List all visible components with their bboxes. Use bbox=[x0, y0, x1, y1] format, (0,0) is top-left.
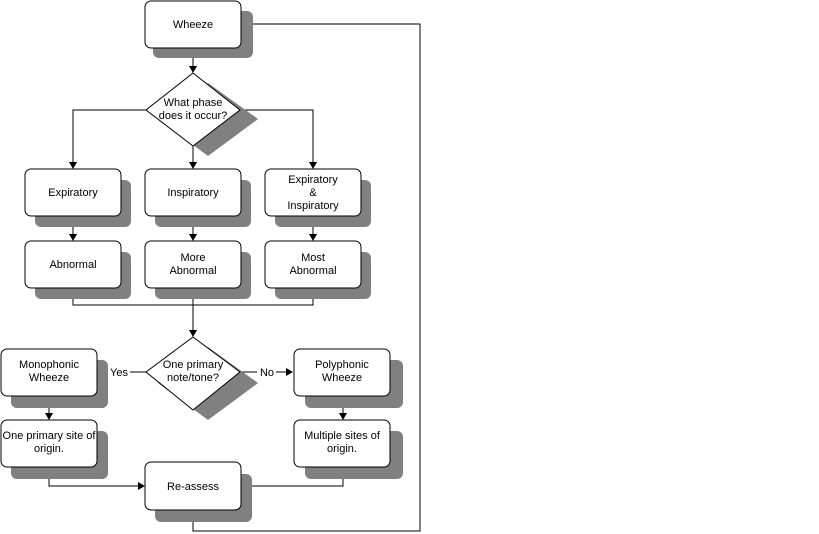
node-reassess-text: Re-assess bbox=[167, 481, 219, 493]
node-label-line: Multiple sites of bbox=[304, 430, 381, 442]
node-label-line: Inspiratory bbox=[287, 200, 339, 212]
edge-label-yes: Yes bbox=[110, 367, 128, 379]
node-label-line: Expiratory bbox=[288, 174, 338, 186]
node-label-line: One primary site of bbox=[3, 430, 97, 442]
edge-label-no: No bbox=[260, 367, 274, 379]
node-label-line: Abnormal bbox=[169, 265, 216, 277]
node-label-line: Wheeze bbox=[29, 372, 69, 384]
node-label-line: What phase bbox=[164, 97, 223, 109]
node-wheeze-text: Wheeze bbox=[173, 19, 213, 31]
node-label-line: origin. bbox=[34, 443, 64, 455]
node-label-line: Re-assess bbox=[167, 481, 219, 493]
node-label-line: Wheeze bbox=[322, 372, 362, 384]
node-label-line: Expiratory bbox=[48, 187, 98, 199]
node-label-line: origin. bbox=[327, 443, 357, 455]
node-expiratory-text: Expiratory bbox=[48, 187, 98, 199]
node-label-line: Polyphonic bbox=[315, 359, 369, 371]
node-label-line: & bbox=[309, 187, 317, 199]
node-label-line: Monophonic bbox=[19, 359, 79, 371]
node-label-line: One primary bbox=[163, 359, 224, 371]
node-label-line: Inspiratory bbox=[167, 187, 219, 199]
node-exp-insp: Expiratory&Inspiratory bbox=[264, 168, 371, 227]
node-exp-insp-text: Expiratory&Inspiratory bbox=[287, 174, 339, 212]
node-label-line: Most bbox=[301, 252, 325, 264]
node-inspiratory-text: Inspiratory bbox=[167, 187, 219, 199]
node-label-line: Wheeze bbox=[173, 19, 213, 31]
node-label-line: does it occur? bbox=[159, 110, 227, 122]
node-abnormal: Abnormal bbox=[24, 240, 131, 299]
node-label-line: More bbox=[180, 252, 205, 264]
node-label-line: note/tone? bbox=[167, 372, 219, 384]
node-reassess: Re-assess bbox=[144, 461, 252, 522]
node-wheeze: Wheeze bbox=[144, 0, 253, 58]
node-abnormal-text: Abnormal bbox=[49, 259, 96, 271]
node-inspiratory: Inspiratory bbox=[144, 168, 251, 227]
node-expiratory: Expiratory bbox=[24, 168, 131, 227]
node-label-line: Abnormal bbox=[289, 265, 336, 277]
node-label-line: Abnormal bbox=[49, 259, 96, 271]
